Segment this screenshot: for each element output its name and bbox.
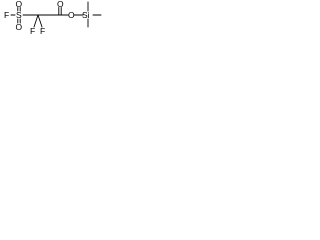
structure-diagram: F S O O F F O O Si bbox=[4, 0, 102, 36]
atom-o-carbonyl: O bbox=[57, 0, 64, 9]
atom-o-s-top: O bbox=[16, 0, 23, 9]
atom-si: Si bbox=[82, 10, 90, 20]
atom-s: S bbox=[16, 10, 22, 20]
atom-f-sulfonyl: F bbox=[4, 10, 9, 20]
atom-o-ester: O bbox=[68, 10, 75, 20]
atom-f-cf2-left: F bbox=[30, 26, 35, 36]
bond-c-f-right bbox=[37, 14, 43, 28]
bond-c-f-left bbox=[33, 14, 39, 28]
atom-labels: F S O O F F O O Si bbox=[4, 0, 90, 36]
atom-o-s-bottom: O bbox=[16, 22, 23, 32]
atom-f-cf2-right: F bbox=[40, 26, 45, 36]
bonds bbox=[10, 1, 102, 28]
